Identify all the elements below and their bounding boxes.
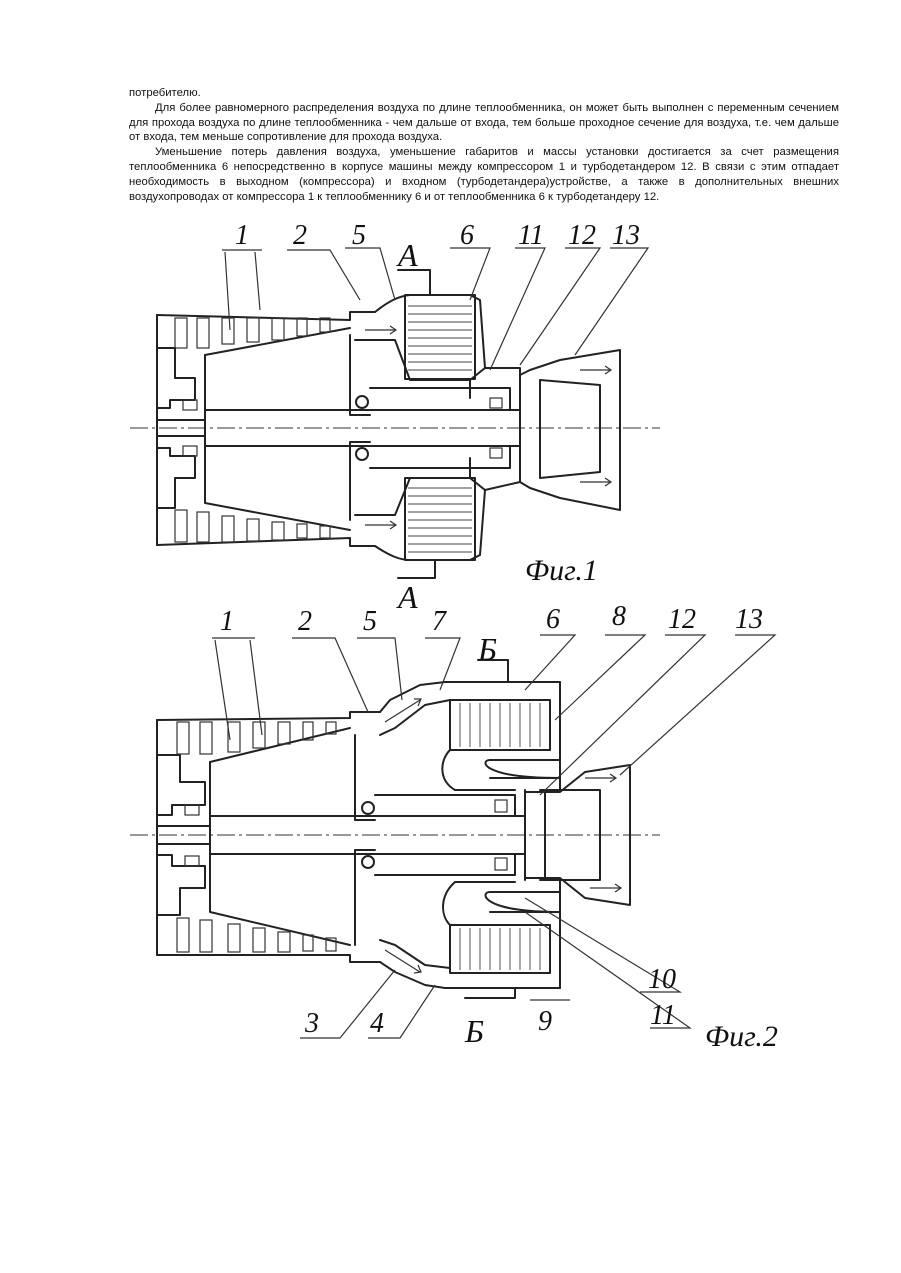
fig2-label-13: 13 — [735, 604, 763, 635]
figure-2: Б Б 1 2 5 7 6 8 12 13 3 4 9 10 11 Фиг.2 — [130, 601, 778, 1053]
fig1-label-6: 6 — [460, 220, 474, 251]
fig1-label-13: 13 — [612, 220, 640, 251]
fig2-label-5: 5 — [363, 606, 377, 637]
fig1-section-top: А — [396, 237, 418, 273]
fig2-label-1: 1 — [220, 606, 234, 637]
fig1-caption: Фиг.1 — [525, 554, 598, 587]
fig2-label-4: 4 — [370, 1008, 384, 1039]
fig2-label-11: 11 — [650, 1000, 676, 1031]
fig2-label-3: 3 — [304, 1008, 319, 1039]
fig1-label-12: 12 — [568, 220, 596, 251]
fig2-section-bottom: Б — [464, 1013, 484, 1049]
fig1-label-11: 11 — [518, 220, 544, 251]
fig2-label-7: 7 — [432, 606, 447, 637]
fig2-label-6: 6 — [546, 604, 560, 635]
fig1-label-5: 5 — [352, 220, 366, 251]
fig2-section-top: Б — [477, 631, 497, 667]
figure-1: А А 1 2 5 6 11 12 13 Фиг.1 — [130, 220, 660, 615]
fig1-section-bottom: А — [396, 579, 418, 615]
fig2-label-2: 2 — [298, 606, 312, 637]
fig2-label-12: 12 — [668, 604, 696, 635]
fig2-label-9: 9 — [538, 1006, 552, 1037]
fig1-label-1: 1 — [235, 220, 249, 251]
fig2-caption: Фиг.2 — [705, 1020, 778, 1053]
fig2-label-8: 8 — [612, 601, 626, 632]
fig1-label-2: 2 — [293, 220, 307, 251]
fig2-label-10: 10 — [648, 964, 676, 995]
